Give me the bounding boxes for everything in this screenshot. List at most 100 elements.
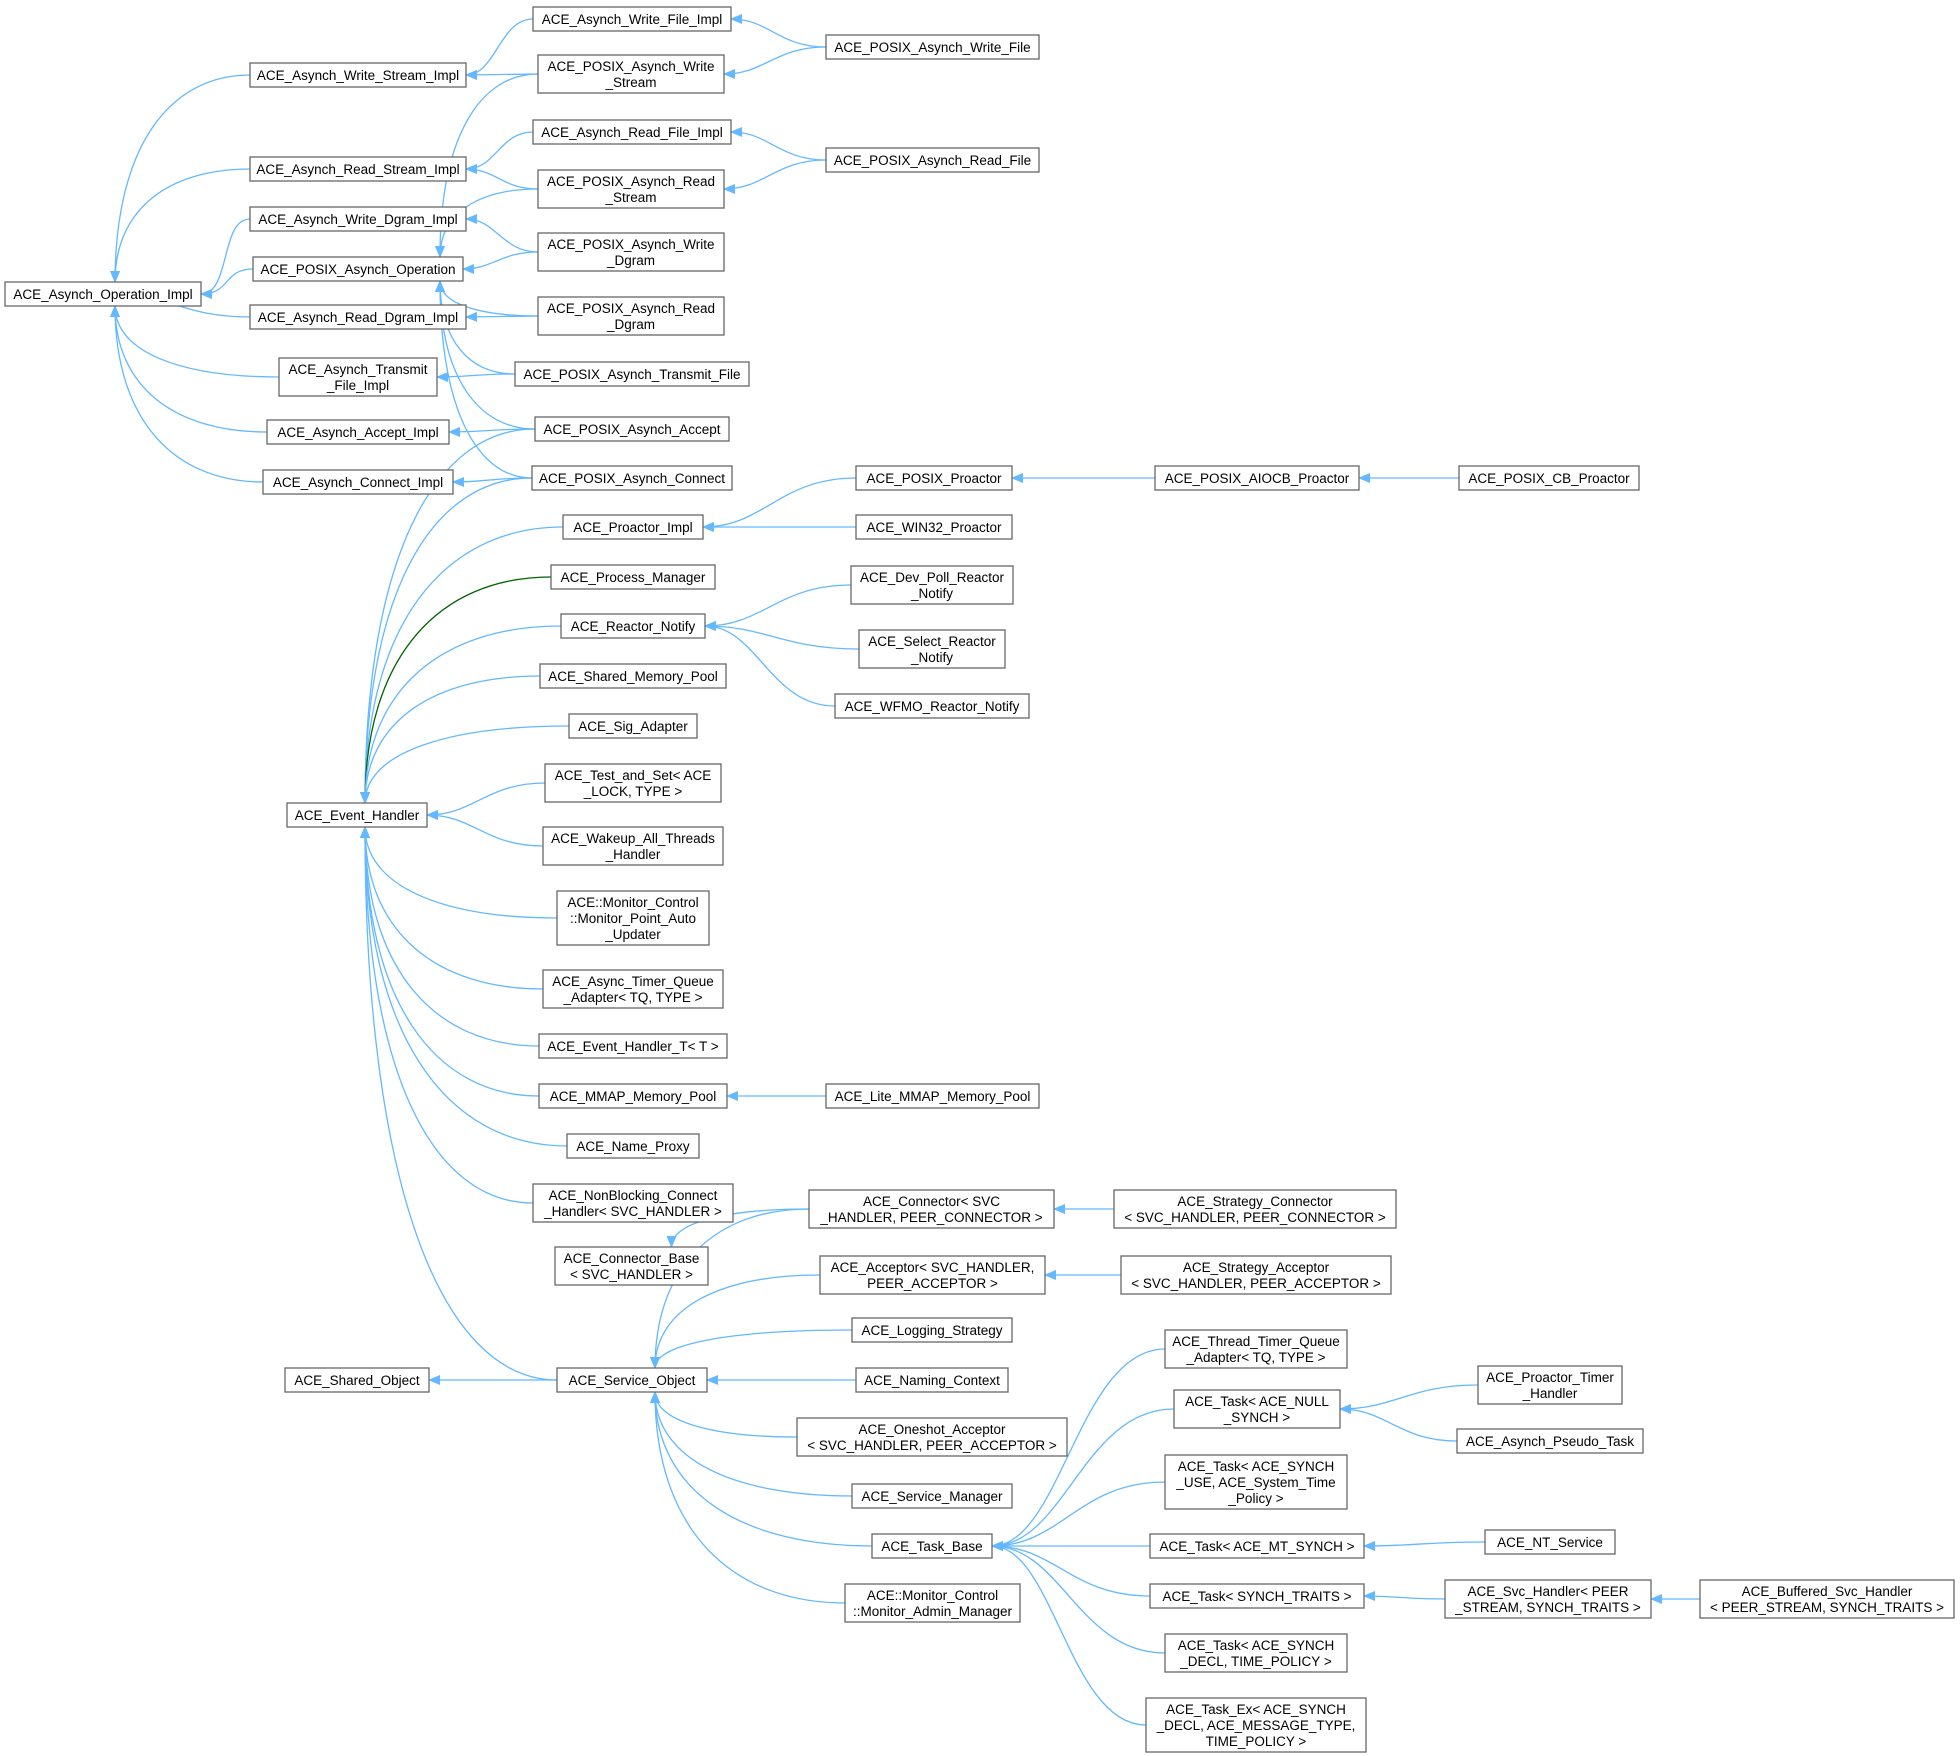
- class-node-box: [1113, 1189, 1397, 1229]
- class-node-async-tq[interactable]: ACE_Async_Timer_Queue_Adapter< TQ, TYPE …: [542, 969, 724, 1009]
- class-node-task-ex[interactable]: ACE_Task_Ex< ACE_SYNCH_DECL, ACE_MESSAGE…: [1145, 1697, 1367, 1753]
- class-node-dev-poll[interactable]: ACE_Dev_Poll_Reactor_Notify: [850, 565, 1014, 605]
- class-node-mmap-pool[interactable]: ACE_MMAP_Memory_Pool: [538, 1083, 728, 1109]
- class-node-reactor-notify[interactable]: ACE_Reactor_Notify: [560, 613, 706, 639]
- class-node-posix-rd[interactable]: ACE_POSIX_Asynch_Read_Dgram: [537, 296, 725, 336]
- class-node-sig-adapter[interactable]: ACE_Sig_Adapter: [568, 713, 698, 739]
- class-node-rs-impl[interactable]: ACE_Asynch_Read_Stream_Impl: [249, 156, 467, 182]
- class-node-strat-connector[interactable]: ACE_Strategy_Connector< SVC_HANDLER, PEE…: [1113, 1189, 1397, 1229]
- class-node-oneshot[interactable]: ACE_Oneshot_Acceptor< SVC_HANDLER, PEER_…: [796, 1417, 1068, 1457]
- class-node-posix-rf[interactable]: ACE_POSIX_Asynch_Read_File: [825, 147, 1040, 173]
- class-node-wf-impl[interactable]: ACE_Asynch_Write_File_Impl: [532, 6, 732, 32]
- class-node-box: [534, 416, 730, 442]
- class-node-task-traits[interactable]: ACE_Task< SYNCH_TRAITS >: [1149, 1583, 1365, 1609]
- class-node-wfmo-notify[interactable]: ACE_WFMO_Reactor_Notify: [834, 693, 1030, 719]
- class-node-win32-proactor[interactable]: ACE_WIN32_Proactor: [855, 514, 1013, 540]
- class-node-tf-impl[interactable]: ACE_Asynch_Transmit_File_Impl: [278, 357, 438, 397]
- edge-test-and-set-to-event-handler: [426, 782, 546, 820]
- class-node-acc-impl[interactable]: ACE_Asynch_Accept_Impl: [266, 419, 450, 445]
- class-node-task-decl[interactable]: ACE_Task< ACE_SYNCH_DECL, TIME_POLICY >: [1164, 1633, 1348, 1673]
- class-node-shm-pool[interactable]: ACE_Shared_Memory_Pool: [539, 663, 727, 689]
- class-node-task-mt[interactable]: ACE_Task< ACE_MT_SYNCH >: [1149, 1533, 1365, 1559]
- class-nodes: ACE_Asynch_Operation_Impl ACE_Asynch_Writ…: [4, 6, 1955, 1753]
- class-node-logging-strat[interactable]: ACE_Logging_Strategy: [851, 1317, 1013, 1343]
- class-node-pseudo-task[interactable]: ACE_Asynch_Pseudo_Task: [1456, 1428, 1644, 1454]
- class-node-posix-rs[interactable]: ACE_POSIX_Asynch_Read_Stream: [537, 169, 725, 209]
- class-node-connector-base[interactable]: ACE_Connector_Base< SVC_HANDLER >: [554, 1246, 709, 1286]
- class-node-posix-wd[interactable]: ACE_POSIX_Asynch_Write_Dgram: [537, 232, 725, 272]
- class-node-acceptor[interactable]: ACE_Acceptor< SVC_HANDLER,PEER_ACCEPTOR …: [819, 1255, 1046, 1295]
- class-node-posix-cb[interactable]: ACE_POSIX_CB_Proactor: [1458, 465, 1640, 491]
- class-node-posix-op[interactable]: ACE_POSIX_Asynch_Operation: [252, 256, 464, 282]
- edge-logging-strat-to-service-object: [650, 1329, 853, 1369]
- class-node-label: ACE_Strategy_Connector: [1177, 1194, 1333, 1209]
- edge-dev-poll-to-reactor-notify: [704, 584, 852, 631]
- class-node-strat-acceptor[interactable]: ACE_Strategy_Acceptor< SVC_HANDLER, PEER…: [1120, 1255, 1392, 1295]
- edge-posix-con-to-event-handler: [360, 477, 533, 804]
- class-node-service-mgr[interactable]: ACE_Service_Manager: [851, 1483, 1013, 1509]
- class-node-proactor-impl[interactable]: ACE_Proactor_Impl: [562, 514, 704, 540]
- class-node-con-impl[interactable]: ACE_Asynch_Connect_Impl: [262, 469, 454, 495]
- class-node-process-mgr[interactable]: ACE_Process_Manager: [550, 564, 716, 590]
- class-node-posix-tf[interactable]: ACE_POSIX_Asynch_Transmit_File: [514, 361, 750, 387]
- class-node-label: ACE_POSIX_Asynch_Read_File: [834, 153, 1031, 168]
- class-node-box: [808, 1189, 1055, 1229]
- class-node-rf-impl[interactable]: ACE_Asynch_Read_File_Impl: [532, 119, 732, 145]
- class-node-thread-tq[interactable]: ACE_Thread_Timer_Queue_Adapter< TQ, TYPE…: [1164, 1329, 1348, 1369]
- class-node-posix-con[interactable]: ACE_POSIX_Asynch_Connect: [531, 465, 733, 491]
- edge-eh-t-to-event-handler: [360, 826, 540, 1047]
- class-node-monitor-admin[interactable]: ACE::Monitor_Control::Monitor_Admin_Mana…: [844, 1583, 1021, 1623]
- class-node-label: ACE_Select_Reactor: [868, 634, 996, 649]
- class-node-select-notify[interactable]: ACE_Select_Reactor_Notify: [858, 629, 1006, 669]
- class-node-label: < SVC_HANDLER, PEER_CONNECTOR >: [1124, 1210, 1386, 1225]
- class-node-proactor-timer[interactable]: ACE_Proactor_Timer_Handler: [1477, 1365, 1623, 1405]
- class-node-label: ACE_Acceptor< SVC_HANDLER,: [831, 1260, 1035, 1275]
- class-node-nt-service[interactable]: ACE_NT_Service: [1484, 1529, 1616, 1555]
- class-node-shared-object[interactable]: ACE_Shared_Object: [284, 1367, 430, 1393]
- class-node-label: ACE_Logging_Strategy: [861, 1323, 1002, 1338]
- class-node-monitor-auto[interactable]: ACE::Monitor_Control::Monitor_Point_Auto…: [556, 890, 710, 946]
- class-node-eh-t[interactable]: ACE_Event_Handler_T< T >: [538, 1033, 728, 1059]
- class-node-label: _Updater: [604, 927, 661, 942]
- class-node-name-proxy[interactable]: ACE_Name_Proxy: [566, 1133, 700, 1159]
- class-node-rd-impl[interactable]: ACE_Asynch_Read_Dgram_Impl: [249, 304, 467, 330]
- class-node-lite-mmap[interactable]: ACE_Lite_MMAP_Memory_Pool: [825, 1083, 1040, 1109]
- edge-proactor-impl-to-event-handler: [360, 526, 564, 804]
- class-node-posix-aiocb[interactable]: ACE_POSIX_AIOCB_Proactor: [1154, 465, 1360, 491]
- class-node-posix-proactor[interactable]: ACE_POSIX_Proactor: [855, 465, 1013, 491]
- class-node-label: ACE_Name_Proxy: [576, 1139, 690, 1154]
- class-node-connector[interactable]: ACE_Connector< SVC_HANDLER, PEER_CONNECT…: [808, 1189, 1055, 1229]
- class-node-posix-acc[interactable]: ACE_POSIX_Asynch_Accept: [534, 416, 730, 442]
- class-node-posix-wf[interactable]: ACE_POSIX_Asynch_Write_File: [825, 34, 1040, 60]
- class-node-posix-ws[interactable]: ACE_POSIX_Asynch_Write_Stream: [537, 54, 725, 94]
- class-node-label: ACE_NT_Service: [1497, 1535, 1603, 1550]
- class-node-nb-connect[interactable]: ACE_NonBlocking_Connect_Handler< SVC_HAN…: [532, 1183, 734, 1223]
- class-node-buffered-svc[interactable]: ACE_Buffered_Svc_Handler< PEER_STREAM, S…: [1699, 1579, 1955, 1619]
- class-node-box: [278, 357, 438, 397]
- class-node-box: [844, 1583, 1021, 1623]
- class-node-op-impl[interactable]: ACE_Asynch_Operation_Impl: [4, 281, 202, 307]
- class-node-task-synch-use[interactable]: ACE_Task< ACE_SYNCH_USE, ACE_System_Time…: [1164, 1454, 1348, 1510]
- edge-posix-rf-to-rf-impl: [730, 127, 827, 161]
- class-node-box: [855, 1367, 1009, 1393]
- class-node-box: [851, 1317, 1013, 1343]
- class-node-box: [568, 713, 698, 739]
- class-node-box: [556, 1367, 708, 1393]
- class-node-naming-ctx[interactable]: ACE_Naming_Context: [855, 1367, 1009, 1393]
- class-node-label: _USE, ACE_System_Time: [1175, 1475, 1335, 1490]
- class-node-label: ::Monitor_Point_Auto: [570, 911, 696, 926]
- class-node-label: ACE_POSIX_Asynch_Connect: [539, 471, 725, 486]
- class-node-wakeup[interactable]: ACE_Wakeup_All_Threads_Handler: [542, 826, 724, 866]
- class-node-event-handler[interactable]: ACE_Event_Handler: [286, 802, 428, 828]
- edge-acceptor-to-service-object: [650, 1274, 821, 1369]
- class-node-test-and-set[interactable]: ACE_Test_and_Set< ACE_LOCK, TYPE >: [544, 763, 722, 803]
- class-node-task-null[interactable]: ACE_Task< ACE_NULL_SYNCH >: [1173, 1389, 1341, 1429]
- edge-posix-op-to-op-impl: [200, 268, 254, 299]
- class-node-wd-impl[interactable]: ACE_Asynch_Write_Dgram_Impl: [249, 206, 467, 232]
- class-node-task-base[interactable]: ACE_Task_Base: [871, 1533, 993, 1559]
- class-node-svc-handler[interactable]: ACE_Svc_Handler< PEER_STREAM, SYNCH_TRAI…: [1444, 1579, 1652, 1619]
- class-node-ws-impl[interactable]: ACE_Asynch_Write_Stream_Impl: [249, 62, 467, 88]
- class-node-label: _Adapter< TQ, TYPE >: [1185, 1350, 1325, 1365]
- class-node-service-object[interactable]: ACE_Service_Object: [556, 1367, 708, 1393]
